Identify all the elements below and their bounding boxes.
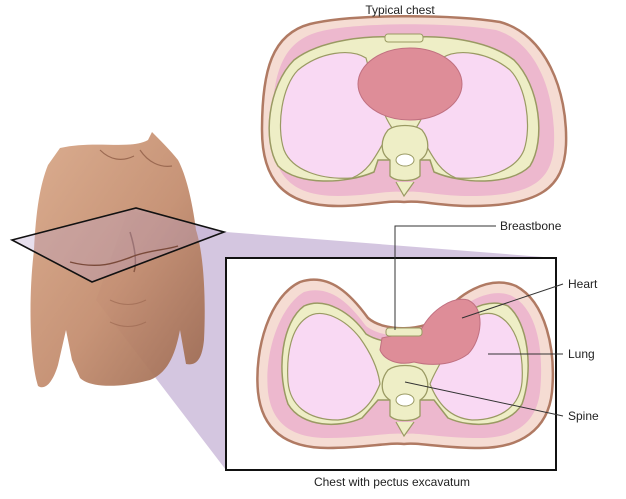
heart-leader <box>461 283 564 319</box>
spine-label: Spine <box>568 409 599 423</box>
torso-figure <box>30 132 205 388</box>
pectus-chest-title: Chest with pectus excavatum <box>314 475 470 489</box>
typical-chest-title: Typical chest <box>365 3 435 17</box>
breastbone-leader <box>394 225 496 330</box>
typical-heart <box>357 47 463 121</box>
spine-leader <box>404 381 564 417</box>
leader-lines <box>394 225 564 417</box>
pectus-chest-section <box>256 278 555 450</box>
lung-label: Lung <box>568 347 595 361</box>
projection-plane <box>96 210 556 470</box>
typical-chest-section <box>260 15 568 208</box>
pectus-callout-box <box>225 257 557 471</box>
heart-label: Heart <box>568 277 598 291</box>
breastbone-label: Breastbone <box>500 219 562 233</box>
section-plane <box>9 207 227 283</box>
pectus-lung-left <box>287 313 381 421</box>
